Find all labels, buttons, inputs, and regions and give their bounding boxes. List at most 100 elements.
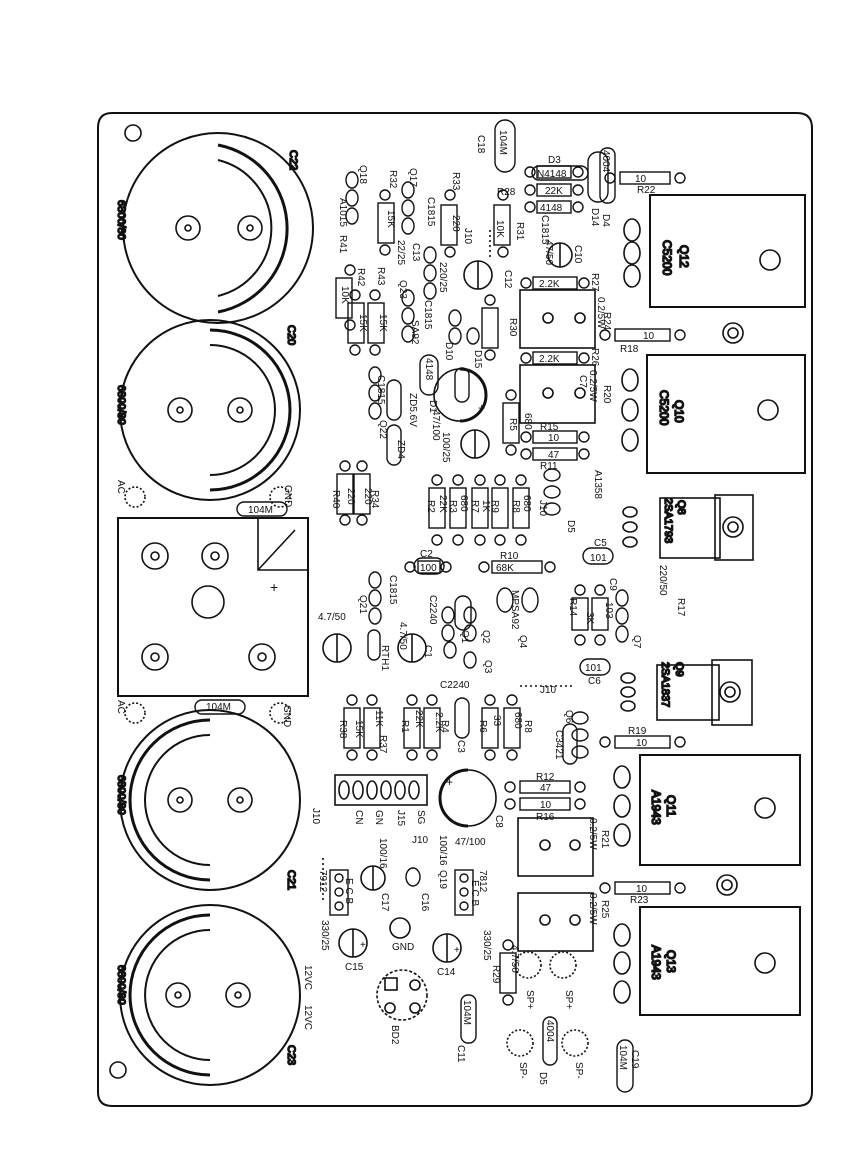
svg-text:ZD5.6V: ZD5.6V [407,393,418,427]
svg-text:0.2/5W: 0.2/5W [587,818,598,850]
mount-hole [124,124,142,142]
svg-text:A1943: A1943 [649,790,663,825]
svg-text:4004: 4004 [544,1020,555,1043]
svg-text:12VC: 12VC [302,1005,313,1030]
svg-text:C7: C7 [577,375,588,388]
svg-text:D10: D10 [443,342,454,361]
svg-text:R4: R4 [439,720,450,733]
svg-text:R12: R12 [536,772,555,783]
svg-text:330/25: 330/25 [319,920,330,951]
small-resistors [404,165,686,895]
svg-text:SG: SG [415,810,426,825]
svg-text:Q21: Q21 [357,595,368,614]
svg-text:10: 10 [636,884,648,895]
svg-text:100/16: 100/16 [437,835,448,866]
svg-text:A1943: A1943 [649,945,663,980]
svg-text:1K: 1K [480,500,491,513]
svg-text:220: 220 [450,215,461,232]
svg-text:A1358: A1358 [592,470,603,499]
svg-text:+: + [478,401,485,415]
svg-text:C1815: C1815 [375,375,386,405]
svg-text:+: + [454,945,460,956]
svg-text:+: + [446,775,453,789]
svg-text:Q22: Q22 [377,420,388,439]
svg-text:C23: C23 [285,1045,297,1065]
svg-text:100/25: 100/25 [440,432,451,463]
svg-text:104M: 104M [617,1045,628,1070]
svg-text:RTH1: RTH1 [379,645,390,671]
svg-text:R23: R23 [630,895,649,906]
svg-text:R41: R41 [337,235,348,254]
transistor-q13: Q13 A1943 [613,906,801,1016]
gnd-pad [389,917,411,939]
capacitor-c21: C21 6800/80 [114,709,301,891]
svg-text:J10: J10 [310,808,321,825]
svg-text:220/25: 220/25 [437,262,448,293]
labels-mid: R2 R3 R7 R9 R8 22K 680 1K 680 J10 D5 A13… [115,470,686,727]
svg-text:AC: AC [115,480,126,494]
svg-text:R11: R11 [540,461,558,472]
labels-left: Q18 A1015 R41 R32 Q17 R33 C1815 C13 22/2… [115,165,461,516]
svg-text:680: 680 [512,712,523,729]
svg-text:C1815: C1815 [539,215,550,245]
transistor-q11: Q11 A1943 [613,754,801,866]
labels-top: C18 104M D3 N4148 R28 22K 4148 R31 10K D… [422,130,656,472]
svg-text:R25: R25 [599,900,610,919]
svg-text:2SA1793: 2SA1793 [662,498,674,543]
svg-text:C8: C8 [493,815,504,828]
svg-text:SP+: SP+ [563,990,574,1009]
svg-text:D1: D1 [427,400,438,413]
svg-text:101: 101 [590,553,607,564]
svg-text:22K: 22K [545,186,563,197]
svg-text:680: 680 [522,413,533,430]
svg-text:C18: C18 [475,135,486,154]
svg-text:104M: 104M [206,702,231,713]
svg-text:R30: R30 [507,318,518,337]
svg-text:D5: D5 [565,520,576,533]
svg-text:J10: J10 [540,685,557,696]
bridge-rectifier: + [117,517,309,697]
svg-text:100: 100 [420,563,437,574]
svg-text:C3: C3 [455,740,466,753]
svg-text:C13: C13 [410,243,421,262]
svg-text:103: 103 [603,602,614,619]
small-transistors [329,171,629,916]
svg-text:10K: 10K [339,286,350,304]
svg-text:C14: C14 [437,967,456,978]
jumper-wires [322,230,575,900]
svg-text:C5200: C5200 [660,240,674,276]
header-connector [334,774,428,806]
svg-text:Q7: Q7 [631,635,642,649]
svg-text:2.2K: 2.2K [539,354,560,365]
svg-text:R28: R28 [497,187,516,198]
svg-text:Q11: Q11 [664,795,678,817]
svg-text:Q17: Q17 [407,168,418,187]
svg-text:4.7/50: 4.7/50 [509,945,520,973]
transistor-q9: Q9 2SA1837 [620,659,753,726]
svg-text:22/25: 22/25 [395,240,406,265]
svg-text:47/100: 47/100 [430,410,441,441]
svg-text:AC: AC [115,700,126,714]
vertical-resistors [335,189,609,1006]
svg-text:0.2/5W: 0.2/5W [587,893,598,925]
transistor-q12: Q12 C5200 [623,194,806,308]
svg-text:J10: J10 [412,835,429,846]
svg-text:C17: C17 [379,893,390,912]
svg-text:C3421: C3421 [553,730,564,760]
svg-text:7912: 7912 [317,870,328,893]
svg-text:R17: R17 [675,598,686,617]
svg-text:2.2K: 2.2K [539,279,560,290]
svg-text:220: 220 [345,488,356,505]
svg-text:10: 10 [636,738,648,749]
svg-text:2.2K: 2.2K [433,712,444,733]
svg-text:R16: R16 [536,812,555,823]
svg-text:4148: 4148 [423,358,434,381]
svg-text:C2240: C2240 [427,595,438,625]
svg-text:R18: R18 [620,344,639,355]
svg-text:R14: R14 [567,598,578,617]
svg-text:R32: R32 [387,170,398,189]
svg-text:47/100: 47/100 [455,837,486,848]
svg-text:10K: 10K [494,220,505,238]
svg-text:15K: 15K [385,210,396,228]
